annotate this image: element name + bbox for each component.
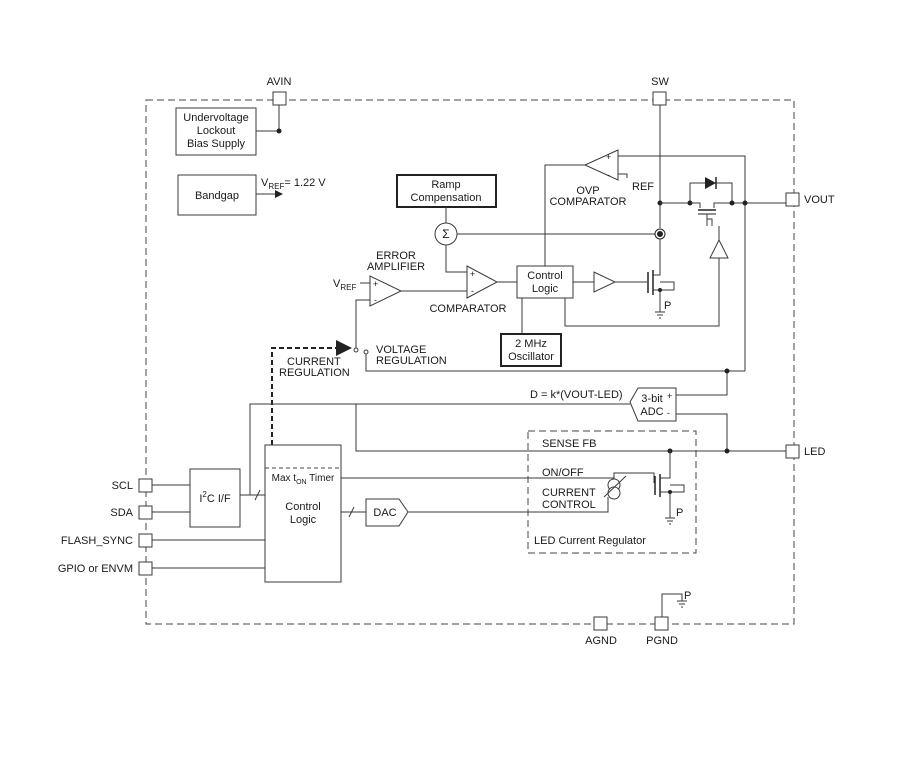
- volt-reg-label-2: REGULATION: [376, 355, 447, 367]
- rectifier-diode: [687, 177, 733, 206]
- pin-vout-label: VOUT: [804, 194, 835, 206]
- chip-boundary: [145, 99, 795, 625]
- current-control-1: CURRENT: [542, 487, 596, 499]
- bandgap-label: Bandgap: [195, 190, 239, 202]
- volt-reg-label-1: VOLTAGE: [376, 344, 426, 356]
- uvlo-line-3: Bias Supply: [187, 138, 246, 150]
- gate-driver-buffer: [709, 238, 729, 259]
- pin-gpio-label: GPIO or ENVM: [58, 563, 133, 575]
- ctrl-bottom-line-2: Logic: [290, 514, 317, 526]
- summer-symbol: Σ: [442, 227, 449, 241]
- sync-fet: [690, 202, 724, 226]
- comparator-label: COMPARATOR: [429, 303, 506, 315]
- pin-avin-label: AVIN: [267, 76, 292, 88]
- led-current-regulator-label: LED Current Regulator: [534, 535, 646, 547]
- curr-reg-label-1: CURRENT: [287, 356, 341, 368]
- ovp-minus: -: [607, 170, 610, 180]
- pin-agnd: AGND: [585, 616, 617, 647]
- oscillator-block: [500, 333, 562, 367]
- pin-sda: SDA: [110, 505, 153, 520]
- control-logic-top: [516, 265, 574, 299]
- dac-block: [365, 498, 409, 527]
- uvlo-line-1: Undervoltage: [183, 112, 248, 124]
- max-ton-timer: Max tON Timer: [272, 473, 335, 486]
- pin-sw-label: SW: [651, 76, 669, 88]
- pin-gpio: GPIO or ENVM: [58, 561, 153, 576]
- pwm-comparator: [466, 265, 499, 299]
- pin-pgnd: PGND: [646, 616, 678, 647]
- current-source: [603, 475, 627, 500]
- vref-value: VREF= 1.22 V: [261, 177, 326, 191]
- adc-minus: -: [667, 408, 670, 418]
- ovp-plus: +: [606, 152, 611, 162]
- adc-equation: D = k*(VOUT-LED): [530, 389, 623, 401]
- i2c-interface: [189, 468, 241, 528]
- curr-reg-label-2: REGULATION: [279, 367, 350, 379]
- ea-minus: -: [374, 295, 377, 305]
- pin-sda-label: SDA: [110, 507, 133, 519]
- pin-scl: SCL: [112, 478, 153, 493]
- onoff-label: ON/OFF: [542, 467, 584, 479]
- pin-flash-sync-label: FLASH_SYNC: [61, 535, 133, 547]
- pgnd-p: P: [684, 590, 691, 602]
- low-side-fet-p: P: [664, 300, 671, 312]
- led-current-regulator-box: [527, 430, 697, 554]
- uvlo-line-2: Lockout: [197, 125, 236, 137]
- osc-line-1: 2 MHz: [515, 338, 547, 350]
- adc-plus: +: [667, 391, 672, 401]
- pin-vout: VOUT: [785, 192, 835, 207]
- pin-avin: AVIN: [267, 76, 292, 106]
- cmp-plus: +: [470, 269, 475, 279]
- driver-buffer: [593, 271, 617, 293]
- dac-label: DAC: [373, 507, 396, 519]
- pin-led: LED: [785, 444, 825, 459]
- ramp-line-2: Compensation: [411, 192, 482, 204]
- ramp-line-1: Ramp: [431, 179, 460, 191]
- adc-line-2: ADC: [640, 406, 663, 418]
- ea-vref: VREF: [333, 278, 356, 292]
- pin-flash-sync: FLASH_SYNC: [61, 533, 153, 548]
- pin-scl-label: SCL: [112, 480, 133, 492]
- error-amp-label-1: ERROR: [376, 250, 416, 262]
- ovp-label-1: OVP: [576, 185, 599, 197]
- current-control-2: CONTROL: [542, 499, 596, 511]
- current-regulation-path: [271, 340, 352, 445]
- low-side-fet: P: [647, 268, 675, 319]
- sense-fb-label: SENSE FB: [542, 438, 596, 450]
- ovp-label-2: COMPARATOR: [549, 196, 626, 208]
- led-fet-p: P: [676, 507, 683, 519]
- error-amplifier: [369, 275, 403, 307]
- error-amp-label-2: AMPLIFIER: [367, 261, 425, 273]
- led-regulator-fet: P: [654, 451, 685, 525]
- adc-block: [629, 387, 677, 422]
- ea-plus: +: [373, 279, 378, 289]
- ovp-ref-label: REF: [632, 181, 654, 193]
- ctrl-bottom-line-1: Control: [285, 501, 320, 513]
- ovp-comparator: [583, 149, 619, 181]
- pin-pgnd-label: PGND: [646, 635, 678, 647]
- cmp-minus: -: [471, 286, 474, 296]
- adc-line-1: 3-bit: [641, 393, 662, 405]
- pin-agnd-label: AGND: [585, 635, 617, 647]
- pgnd-ground: P: [661, 590, 691, 617]
- pin-led-label: LED: [804, 446, 825, 458]
- i2c-label: I2C I/F: [199, 490, 231, 505]
- ctrl-top-line-1: Control: [527, 270, 562, 282]
- pin-sw: SW: [651, 76, 669, 106]
- osc-line-2: Oscillator: [508, 351, 554, 363]
- bandgap-block: [177, 174, 257, 216]
- ctrl-top-line-2: Logic: [532, 283, 559, 295]
